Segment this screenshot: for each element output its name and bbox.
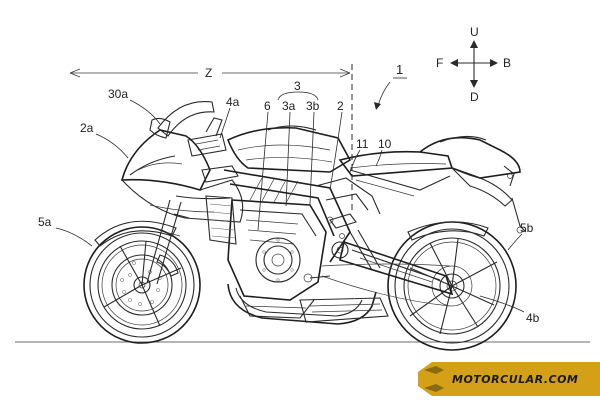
arrow-down-icon bbox=[470, 80, 478, 88]
label-3: 3 bbox=[294, 79, 301, 93]
arrow-up-icon bbox=[470, 40, 478, 48]
label-6: 6 bbox=[264, 99, 271, 113]
tail-section bbox=[419, 135, 527, 234]
frame bbox=[223, 169, 451, 263]
label-5a: 5a bbox=[38, 215, 52, 229]
front-wheel bbox=[83, 226, 201, 344]
direction-front-label: F bbox=[436, 56, 443, 70]
leader-lines bbox=[55, 99, 525, 313]
mirror bbox=[149, 117, 171, 139]
direction-compass bbox=[450, 40, 498, 88]
swingarm bbox=[321, 229, 454, 307]
reference-leader bbox=[377, 81, 391, 107]
dimension-z bbox=[69, 64, 353, 210]
label-30a: 30a bbox=[108, 87, 128, 101]
arrow-right-icon bbox=[490, 59, 498, 67]
label-11: 11 bbox=[356, 137, 369, 151]
direction-back-label: B bbox=[503, 56, 511, 70]
front-fender bbox=[94, 220, 177, 247]
footpeg bbox=[303, 213, 357, 283]
front-fairing bbox=[120, 100, 244, 223]
dimension-z-label: Z bbox=[205, 66, 212, 80]
exhaust bbox=[227, 283, 389, 325]
engine bbox=[227, 177, 327, 319]
direction-down-label: D bbox=[470, 90, 479, 104]
direction-up-label: U bbox=[470, 25, 479, 39]
fuel-tank bbox=[226, 125, 352, 173]
label-5b: 5b bbox=[520, 221, 534, 235]
watermark-text: MOTORCULAR.COM bbox=[452, 373, 578, 386]
radiator bbox=[205, 195, 237, 245]
label-3a: 3a bbox=[282, 99, 296, 113]
group-3-bracket bbox=[277, 91, 319, 101]
label-10: 10 bbox=[378, 137, 392, 151]
rear-wheel bbox=[387, 221, 517, 351]
reference-numeral: 1 bbox=[396, 62, 403, 77]
label-4a: 4a bbox=[226, 95, 240, 109]
label-2: 2 bbox=[337, 99, 344, 113]
reference-arrow-icon bbox=[374, 102, 381, 110]
handlebar bbox=[187, 117, 227, 157]
label-2a: 2a bbox=[80, 121, 94, 135]
rear-hugger bbox=[407, 221, 489, 241]
label-3b: 3b bbox=[306, 99, 320, 113]
label-4b: 4b bbox=[526, 311, 540, 325]
arrow-left-icon bbox=[450, 59, 458, 67]
watermark-logo: MOTORCULAR.COM bbox=[418, 362, 600, 396]
